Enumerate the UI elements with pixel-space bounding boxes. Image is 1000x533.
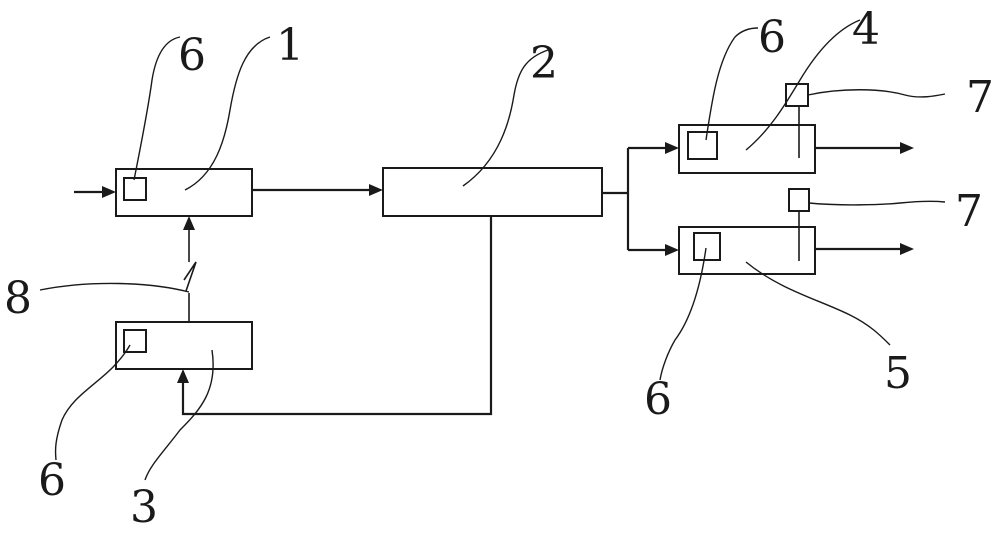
leader-6-top-right [705, 27, 759, 141]
label-5: 5 [884, 348, 912, 399]
leader-7-upper [807, 89, 946, 98]
sensor-square-block-1 [123, 177, 147, 201]
label-8: 8 [4, 273, 32, 324]
leader-4 [745, 19, 861, 151]
label-2: 2 [530, 38, 558, 89]
probe-square-lower [788, 188, 810, 212]
label-6-top-right: 6 [758, 12, 786, 63]
leader-6-bottom-left [54, 344, 131, 461]
return-loop-arrowhead [177, 369, 189, 383]
label-6-bottom-right: 6 [644, 374, 672, 425]
leader-5 [745, 261, 891, 346]
leader-1 [184, 36, 271, 191]
label-3: 3 [130, 482, 158, 533]
label-7-upper: 7 [966, 72, 994, 123]
arrowhead-to-4 [665, 142, 679, 154]
label-7-lower: 7 [955, 186, 983, 237]
sensor-square-block-4 [687, 131, 718, 160]
leader-8 [39, 282, 190, 293]
return-loop-line [181, 216, 493, 416]
sensor-square-block-5 [693, 232, 721, 261]
arrowhead-to-5 [665, 244, 679, 256]
probe-square-upper [785, 83, 809, 107]
label-6-top-left: 6 [178, 30, 206, 81]
arrowhead-3-to-1 [183, 216, 195, 230]
leader-2 [462, 49, 549, 187]
label-1: 1 [276, 20, 304, 71]
label-6-bottom-left: 6 [38, 455, 66, 506]
valve-8-symbol [183, 261, 197, 292]
leader-7-lower [808, 200, 946, 206]
outlet-arrowhead-5 [900, 243, 914, 255]
leader-6-bottom-right [659, 247, 707, 381]
leader-6-top-left [133, 36, 181, 181]
leader-3 [144, 349, 214, 481]
block-2 [382, 167, 603, 217]
arrowhead-1-to-2 [369, 184, 383, 196]
inlet-arrowhead [102, 186, 116, 198]
outlet-arrowhead-4 [900, 142, 914, 154]
label-4: 4 [852, 4, 880, 55]
